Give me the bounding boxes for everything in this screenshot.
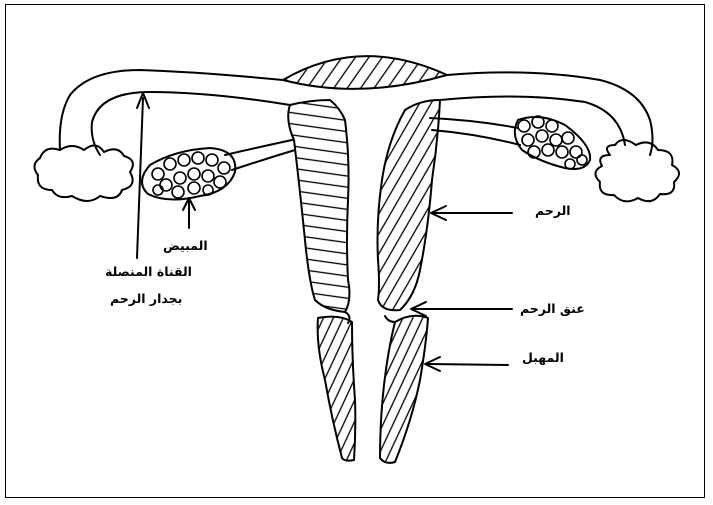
cervix-right <box>385 316 395 322</box>
label-uterus: الرحم <box>535 203 571 218</box>
vagina-pointer-line <box>428 364 508 365</box>
left-ovarian-ligament <box>225 140 292 155</box>
uterine-wall-left <box>288 100 349 312</box>
label-fallopian-tube-line2: بجدار الرحم <box>110 291 182 306</box>
label-ovary: المبيض <box>163 238 208 253</box>
vaginal-wall-right <box>380 316 428 463</box>
uterine-wall-right <box>378 100 441 310</box>
right-ovarian-ligament <box>430 118 518 128</box>
label-cervix: عنق الرحم <box>520 301 585 316</box>
left-fimbriae <box>34 145 132 201</box>
label-fallopian-tube-line1: القناة المنصلة <box>105 264 192 279</box>
right-ovary-follicles <box>518 116 587 169</box>
label-vagina: المهبل <box>522 350 564 365</box>
uterine-fundus <box>283 56 447 89</box>
right-fimbriae <box>595 140 679 201</box>
right-ovary <box>515 117 590 169</box>
vaginal-wall-left <box>318 317 356 461</box>
